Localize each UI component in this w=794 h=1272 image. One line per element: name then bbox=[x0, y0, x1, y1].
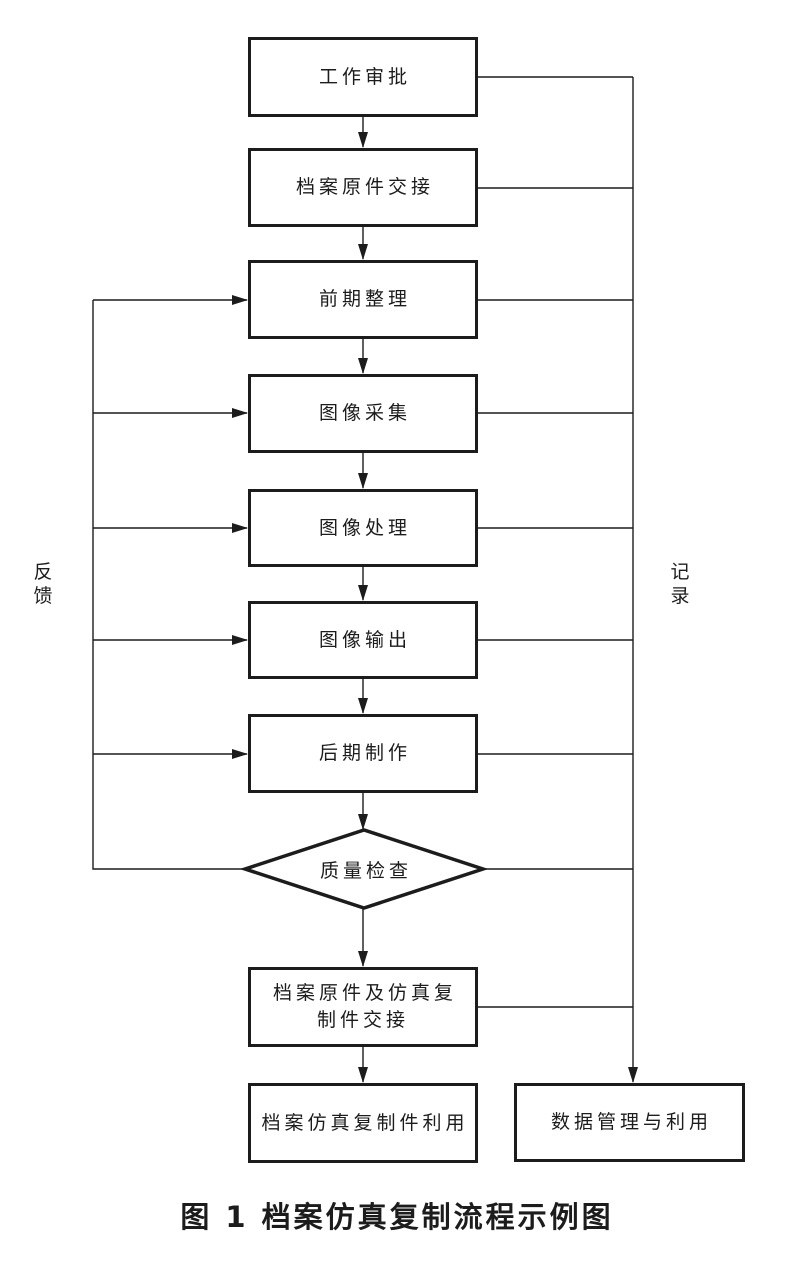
feedback-lines bbox=[92, 295, 248, 870]
feedback-trunk-line bbox=[92, 300, 245, 870]
flow-node-image-processing: 图像处理 bbox=[248, 489, 478, 567]
flow-node-quality-check: 质量检查 bbox=[319, 859, 412, 882]
quality-check-diamond-shape bbox=[239, 828, 489, 910]
flow-node-original-and-copy-handover: 档案原件及仿真复 制件交接 bbox=[248, 967, 478, 1047]
flow-node-post-production: 后期制作 bbox=[248, 714, 478, 793]
flow-node-original-handover: 档案原件交接 bbox=[248, 148, 478, 227]
flow-node-preliminary-arrangement: 前期整理 bbox=[248, 260, 478, 339]
figure-caption: 图 1 档案仿真复制流程示例图 bbox=[180, 1200, 614, 1234]
flow-node-image-output: 图像输出 bbox=[248, 601, 478, 679]
flow-node-facsimile-copy-use: 档案仿真复制件利用 bbox=[248, 1083, 478, 1163]
record-label: 记 录 bbox=[670, 561, 690, 607]
flow-node-work-approval: 工作审批 bbox=[248, 37, 478, 117]
flow-node-data-management: 数据管理与利用 bbox=[514, 1083, 745, 1162]
feedback-label: 反 馈 bbox=[33, 561, 53, 607]
flow-node-image-capture: 图像采集 bbox=[248, 374, 478, 453]
record-lines bbox=[478, 76, 638, 1083]
